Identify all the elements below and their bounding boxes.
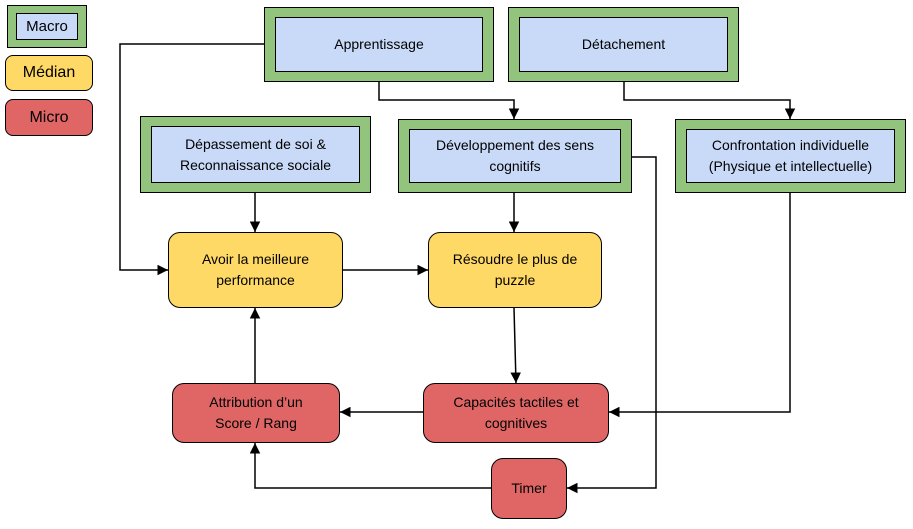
node-detachement-label: Détachement bbox=[581, 36, 666, 52]
arrow-timer-to-attribution bbox=[249, 443, 491, 489]
legend-median-label: Médian bbox=[22, 64, 76, 81]
node-confrontation: Confrontation individuelle (Physique et … bbox=[675, 119, 906, 193]
node-apprentissage: Apprentissage bbox=[264, 7, 494, 82]
node-capacites-label: Capacités tactiles et cognitives bbox=[453, 394, 579, 431]
arrow-apprentissage-to-performance bbox=[119, 43, 264, 276]
node-apprentissage-label: Apprentissage bbox=[334, 36, 424, 52]
node-attribution-score-label: Attribution d’un Score / Rang bbox=[209, 394, 303, 431]
node-resoudre-puzzle: Résoudre le plus de puzzle bbox=[428, 232, 602, 308]
node-depassement-label: Dépassement de soi & Reconnaissance soci… bbox=[180, 135, 331, 173]
legend-micro: Micro bbox=[5, 99, 93, 136]
legend-median: Médian bbox=[5, 55, 93, 91]
legend-macro: Macro bbox=[7, 5, 87, 48]
legend-macro-label: Macro bbox=[26, 18, 68, 35]
node-attribution-score: Attribution d’un Score / Rang bbox=[172, 383, 340, 443]
node-resoudre-puzzle-label: Résoudre le plus de puzzle bbox=[452, 251, 578, 288]
legend-micro-label: Micro bbox=[29, 108, 69, 126]
arrow-apprentissage-to-developpement bbox=[378, 82, 520, 119]
arrow-developpement-to-timer bbox=[567, 156, 657, 494]
node-developpement-label: Développement des sens cognitifs bbox=[436, 137, 594, 174]
node-meilleure-performance: Avoir la meilleure performance bbox=[168, 232, 343, 308]
node-confrontation-label: Confrontation individuelle (Physique et … bbox=[708, 137, 873, 174]
node-capacites: Capacités tactiles et cognitives bbox=[423, 383, 609, 443]
node-detachement: Détachement bbox=[508, 7, 739, 82]
arrow-confrontation-to-capacites bbox=[609, 193, 791, 418]
arrow-resoudre-to-capacites bbox=[510, 307, 521, 384]
node-timer: Timer bbox=[491, 458, 567, 519]
arrow-detachement-to-confrontation bbox=[623, 82, 796, 119]
node-depassement: Dépassement de soi & Reconnaissance soci… bbox=[140, 116, 371, 193]
node-developpement: Développement des sens cognitifs bbox=[398, 119, 632, 193]
node-meilleure-performance-label: Avoir la meilleure performance bbox=[201, 251, 310, 288]
node-timer-label: Timer bbox=[511, 480, 547, 496]
